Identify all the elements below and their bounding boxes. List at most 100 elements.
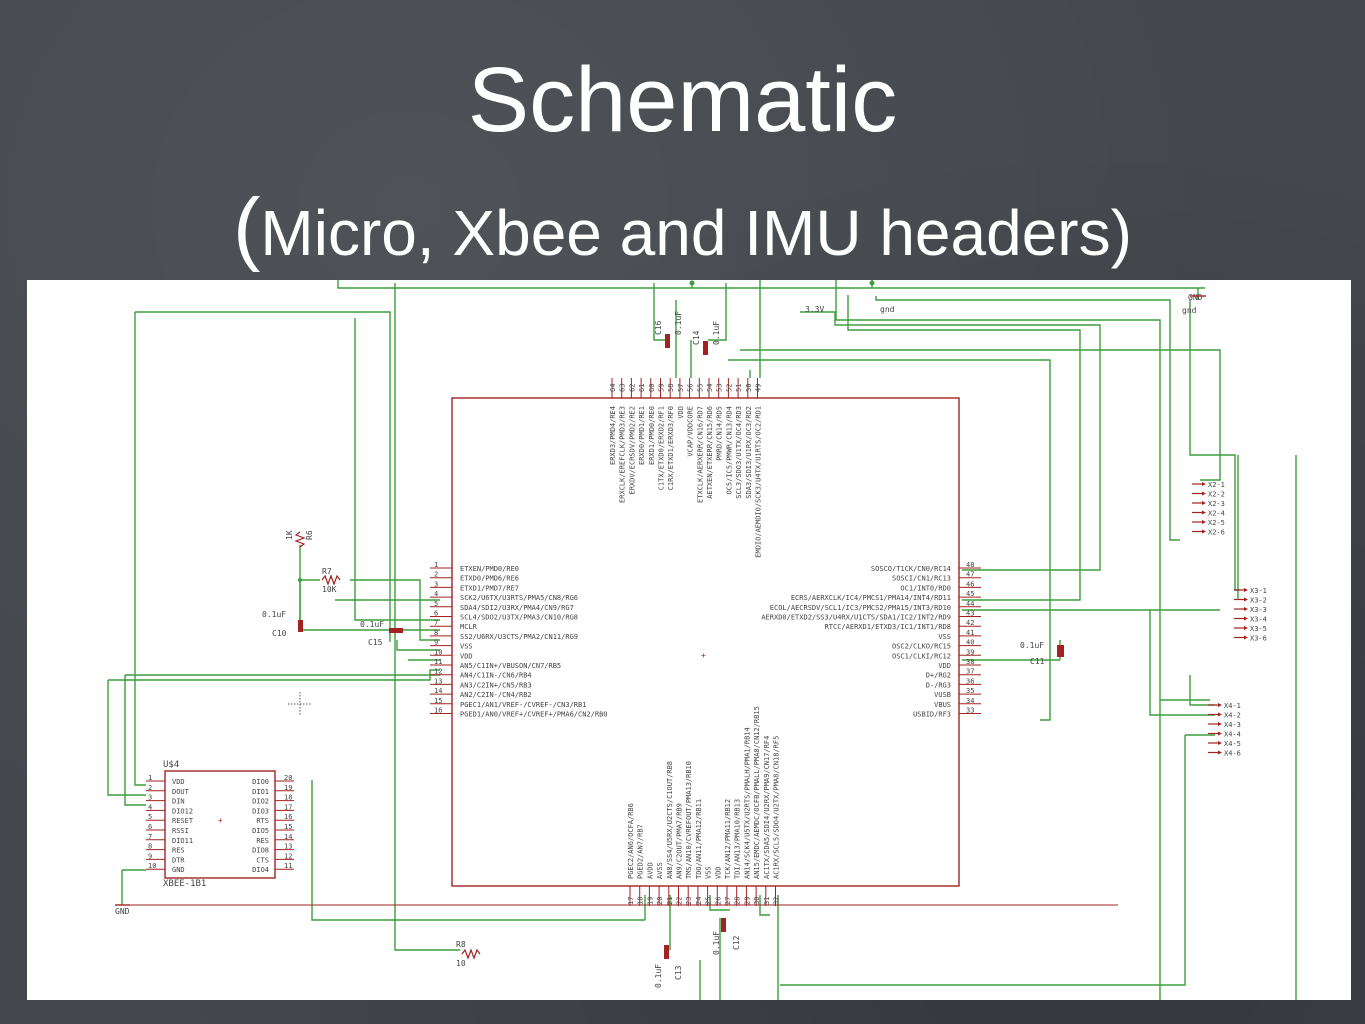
mcu-pin-number: 52 xyxy=(725,384,733,392)
xbee-pin-label: DIO12 xyxy=(172,807,193,815)
xbee-pin-label: DIO2 xyxy=(252,798,269,806)
c11-name: C11 xyxy=(1030,657,1045,666)
mcu-pin-number: 41 xyxy=(966,629,974,637)
xbee-value: XBEE-1B1 xyxy=(163,879,206,889)
mcu-pin-number: 51 xyxy=(735,384,743,392)
mcu-pin-number: 33 xyxy=(966,707,974,715)
wire-net xyxy=(107,280,1297,1000)
xbee-pin-label: DIO0 xyxy=(252,778,269,786)
header-pin-arrow-icon xyxy=(1244,597,1248,602)
c16-value: 0.1uF xyxy=(674,311,683,335)
r6-symbol xyxy=(294,531,306,548)
mcu-pin-label: VDD xyxy=(938,662,951,670)
header-pin-label: X4-5 xyxy=(1224,740,1241,748)
junction-dots xyxy=(298,280,875,582)
mcu-pin-number: 20 xyxy=(656,897,664,905)
xbee-pin-number: 13 xyxy=(284,843,292,851)
mcu-pin-number: 31 xyxy=(763,897,771,905)
gnd-top-net: gnd xyxy=(1182,306,1197,315)
mcu-pin-number: 5 xyxy=(434,600,438,608)
header-pin-arrow-icon xyxy=(1244,607,1248,611)
mcu-pin-number: 2 xyxy=(434,571,438,579)
c10-value: 0.1uF xyxy=(262,610,286,619)
xbee-pin-number: 10 xyxy=(148,862,156,870)
c11-value: 0.1uF xyxy=(1020,641,1044,650)
header-pin-arrow-icon xyxy=(1202,482,1206,486)
xbee-pin-number: 17 xyxy=(284,803,292,811)
mcu-pin-number: 9 xyxy=(434,639,438,647)
header-pin-label: X4-2 xyxy=(1224,712,1241,720)
mcu-pin-label: VDD xyxy=(714,866,722,879)
mcu-pin-number: 22 xyxy=(676,897,684,905)
mcu-pin-label: VSS xyxy=(460,643,473,651)
r7-value: 10K xyxy=(322,585,337,594)
junction-dot xyxy=(689,280,695,286)
mcu-pin-label: PGEC2/AN6/OCFA/RB6 xyxy=(627,803,635,879)
header-pin-label: X3-1 xyxy=(1250,587,1267,595)
mcu-pin-number: 16 xyxy=(434,707,442,715)
xbee-pin-number: 11 xyxy=(284,862,292,870)
c13-value: 0.1uF xyxy=(654,964,663,988)
mcu-pin-number: 62 xyxy=(628,384,636,392)
xbee-pin-label: DIO1 xyxy=(252,788,269,796)
mcu-pin-number: 24 xyxy=(695,897,703,905)
mcu-pin-label: AC1RX/SCL5/SDO4/U2TX/PMA8/CN18/RF5 xyxy=(773,736,781,879)
c10-symbol xyxy=(298,620,303,632)
mcu-pin-label: SDA3/SDI3/U1RX/OC3/RD2 xyxy=(745,406,753,499)
mcu-pin-number: 53 xyxy=(716,384,724,392)
mcu-pin-label: D+/RG2 xyxy=(926,672,951,680)
header-pin-label: X3-2 xyxy=(1250,597,1267,605)
mcu-pin-number: 4 xyxy=(434,590,438,598)
mcu-pin-label: C1RX/ETXD1/ERXD3/RF0 xyxy=(667,406,675,490)
header-pin-arrow-icon xyxy=(1218,741,1222,745)
r7-symbol xyxy=(321,574,341,586)
mcu-pin-label: OSC2/CLKO/RC15 xyxy=(892,643,951,651)
mcu-pin-label: SCK2/U6TX/U3RTS/PMA5/CN8/RG6 xyxy=(460,594,578,602)
xbee-pin-number: 7 xyxy=(148,833,152,841)
mcu-pin-label: AN2/C2IN-/CN4/RB2 xyxy=(460,691,532,699)
mcu-pin-label: SCL4/SDO2/U3TX/PMA3/CN10/RG8 xyxy=(460,614,578,622)
mcu-pin-number: 36 xyxy=(966,677,974,685)
mcu-pin-label: TDI/AN13/PMA10/RB13 xyxy=(734,799,742,879)
mcu-pin-number: 61 xyxy=(638,384,646,392)
mcu-pin-label: AERXD0/ETXD2/SS3/U4RX/U1CTS/SDA1/IC2/INT… xyxy=(761,614,951,622)
mcu-pin-number: 54 xyxy=(706,384,714,392)
mcu-pin-number: 40 xyxy=(966,639,974,647)
mcu-pin-number: 6 xyxy=(434,610,438,618)
header-pin-arrow-icon xyxy=(1218,731,1222,736)
mcu-pin-label: ETXCLK/AERXERR/CN16/RD7 xyxy=(696,406,704,503)
mcu-pin-number: 17 xyxy=(627,897,635,905)
c15-symbol xyxy=(389,628,403,633)
mcu-pin-label: AN5/C1IN+/VBUSON/CN7/RB5 xyxy=(460,662,561,670)
mcu-pin-label: ETXD0/PMD6/RE6 xyxy=(460,575,519,583)
slide-subtitle: (Micro, Xbee and IMU headers) xyxy=(0,183,1365,278)
xbee-pin-number: 8 xyxy=(148,843,152,851)
mcu-pin-number: 18 xyxy=(637,897,645,905)
mcu-pin-label: PGED1/AN0/VREF+/CVREF+/PMA6/CN2/RB0 xyxy=(460,711,608,719)
mcu-pin-number: 49 xyxy=(755,384,763,392)
xbee-pin-label: RSSI xyxy=(172,827,189,835)
mcu-pin-number: 60 xyxy=(648,384,656,392)
svg-text:+: + xyxy=(218,816,223,825)
mcu-pin-label: ERXCLK/EREFCLK/PMD3/RE3 xyxy=(619,406,627,503)
mcu-pin-number: 56 xyxy=(687,384,695,392)
r8-value: 10 xyxy=(456,959,466,968)
header-pin-arrow-icon xyxy=(1244,626,1248,630)
mcu-pin-label: SOSCO/T1CK/CN0/RC14 xyxy=(871,565,951,573)
xbee-pin-number: 14 xyxy=(284,833,292,841)
mcu-pin-number: 26 xyxy=(714,897,722,905)
mcu-pin-label: TMS/AN10/CVREFOUT/PMA13/RB10 xyxy=(685,761,693,879)
mcu-pin-number: 63 xyxy=(619,384,627,392)
capacitor-symbols xyxy=(298,334,1064,959)
mcu-pin-label: AN4/C1IN-/CN6/RB4 xyxy=(460,672,532,680)
mcu-pin-label: ERXD3/PMD4/RE4 xyxy=(609,406,617,465)
xbee-pin-label: DIO8 xyxy=(252,847,269,855)
header-pin-label: X3-4 xyxy=(1250,616,1267,624)
mcu-pin-label: PGEC1/AN1/VREF-/CVREF-/CN3/RB1 xyxy=(460,701,586,709)
mcu-pin-label: RTCC/AERXD1/ETXD3/IC1/INT1/RD8 xyxy=(825,623,951,631)
c16-symbol xyxy=(665,334,670,348)
xbee-pin-label: RES xyxy=(172,847,185,855)
xbee-pin-number: 5 xyxy=(148,813,152,821)
xbee-pin-number: 4 xyxy=(148,803,152,811)
